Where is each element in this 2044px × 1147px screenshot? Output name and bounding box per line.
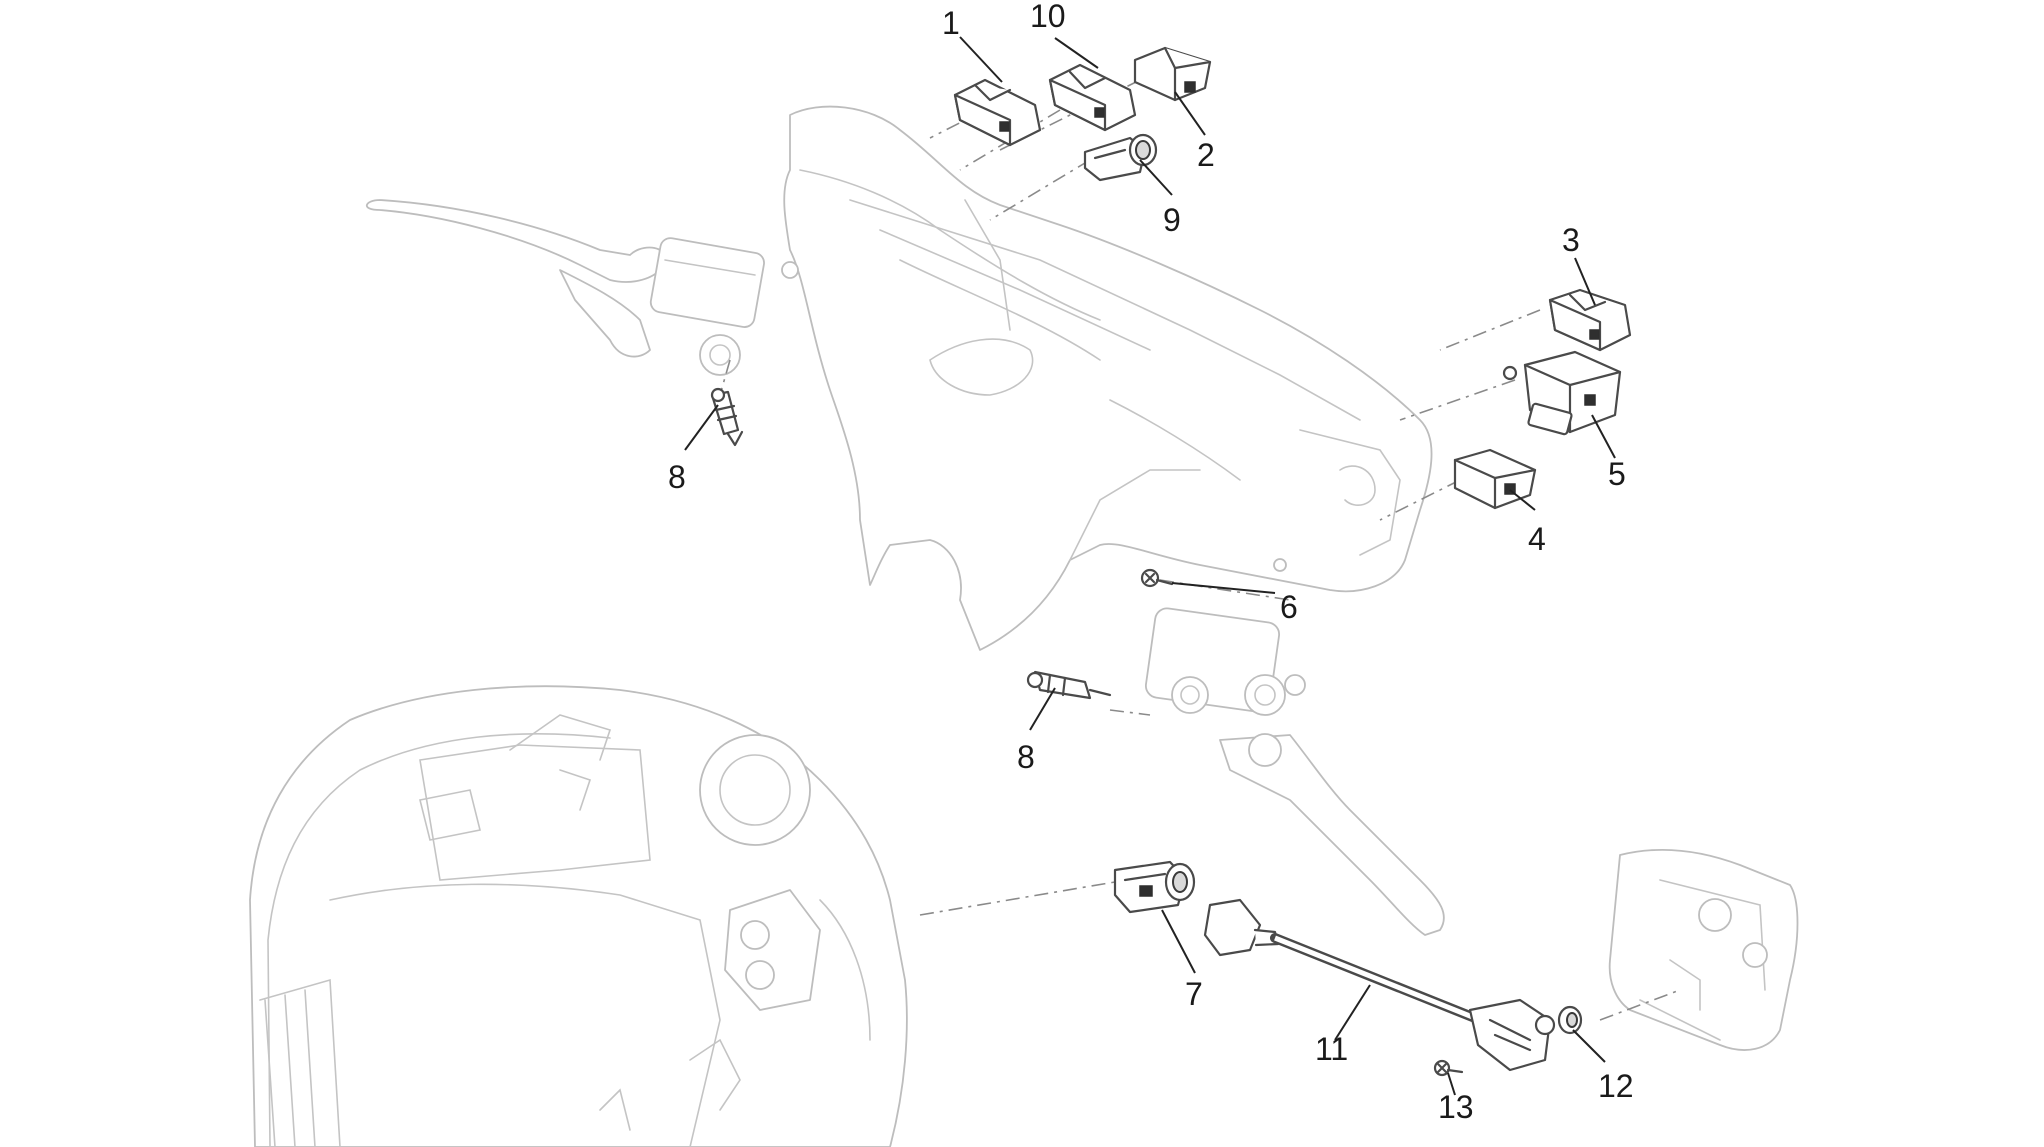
leader-lines: [684, 36, 1616, 1096]
part-12-grommet: [1557, 1005, 1583, 1035]
handlebar-rear-cover: [783, 105, 1433, 651]
callout-11: 11: [1315, 1031, 1348, 1067]
ignition-bracket: [1608, 848, 1799, 1051]
callout-labels: 1 10 2 9 3 5 4 6 8 8 7 11 12 13: [668, 0, 1634, 1125]
left-brake-lever-assembly: [365, 199, 799, 376]
callout-8-top: 8: [668, 459, 686, 495]
part-1-switch: [953, 78, 1042, 147]
part-11-wiring-harness: [1203, 898, 1556, 1072]
part-10-switch: [1048, 63, 1137, 132]
part-8-brake-switch-top: [710, 387, 744, 447]
callout-2: 2: [1197, 137, 1215, 173]
callout-10: 10: [1030, 0, 1066, 34]
callout-1: 1: [942, 5, 960, 41]
part-13-screw: [1433, 1059, 1464, 1077]
callout-9: 9: [1163, 202, 1181, 238]
callout-3: 3: [1562, 222, 1580, 258]
part-8-brake-switch-mid: [1026, 670, 1112, 700]
callout-7: 7: [1185, 976, 1203, 1012]
callout-5: 5: [1608, 456, 1626, 492]
front-inner-fairing: [249, 685, 908, 1147]
part-5-switch-module: [1502, 350, 1622, 436]
callout-12: 12: [1598, 1068, 1634, 1104]
part-2-switch: [1133, 46, 1212, 102]
callout-6: 6: [1280, 589, 1298, 625]
part-3-switch: [1548, 288, 1632, 352]
part-9-connector: [1083, 133, 1158, 182]
callout-13: 13: [1438, 1089, 1474, 1125]
part-6-screw: [1140, 568, 1174, 588]
right-brake-lever-assembly: [1144, 607, 1445, 936]
callout-8-mid: 8: [1017, 739, 1035, 775]
part-7-connector: [1113, 860, 1196, 914]
callout-4: 4: [1528, 521, 1546, 557]
